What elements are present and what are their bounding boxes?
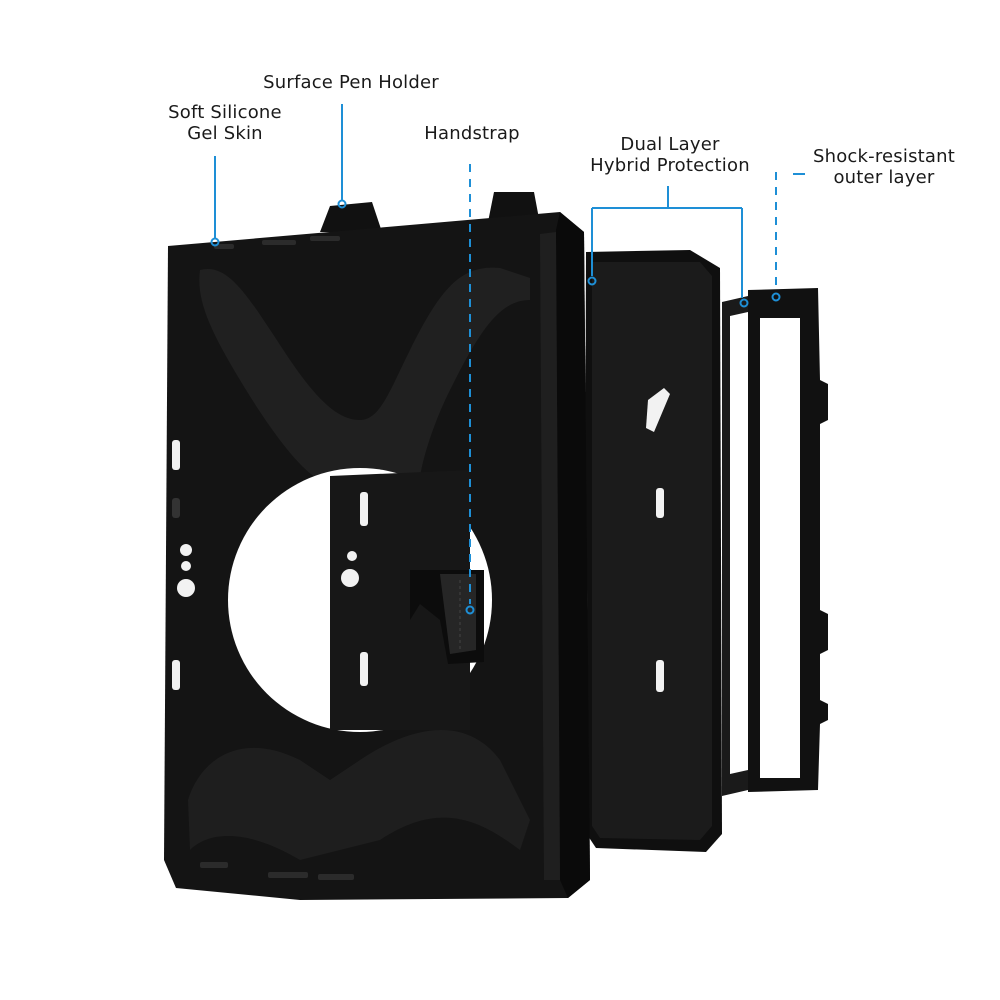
- label-soft-silicone-line2: Gel Skin: [187, 123, 263, 144]
- dot-dual-layer-outer: [739, 298, 749, 308]
- label-pen-holder: Surface Pen Holder: [256, 72, 446, 93]
- label-pen-holder-line1: Surface Pen Holder: [263, 72, 439, 93]
- dot-shock-resistant: [771, 292, 781, 302]
- label-handstrap: Handstrap: [412, 123, 532, 144]
- label-soft-silicone: Soft Silicone Gel Skin: [160, 102, 290, 144]
- handstrap-icon: [410, 570, 484, 664]
- label-dual-layer: Dual Layer Hybrid Protection: [580, 134, 760, 176]
- rugged-tablet-case-icon: [164, 192, 590, 900]
- leader-lines: [210, 104, 805, 615]
- dot-pen-holder: [337, 199, 347, 209]
- dot-soft-silicone: [210, 237, 220, 247]
- label-soft-silicone-line1: Soft Silicone: [168, 102, 282, 123]
- label-dual-layer-line1: Dual Layer: [620, 134, 720, 155]
- label-dual-layer-line2: Hybrid Protection: [590, 155, 750, 176]
- outer-frame-icon: [722, 288, 828, 796]
- label-shock-resistant-line1: Shock-resistant: [812, 146, 956, 167]
- dot-dual-layer-inner: [587, 276, 597, 286]
- dot-handstrap: [465, 605, 475, 615]
- label-handstrap-line1: Handstrap: [424, 123, 520, 144]
- label-shock-resistant: Shock-resistant outer layer: [804, 146, 964, 188]
- label-shock-resistant-line2: outer layer: [833, 167, 935, 188]
